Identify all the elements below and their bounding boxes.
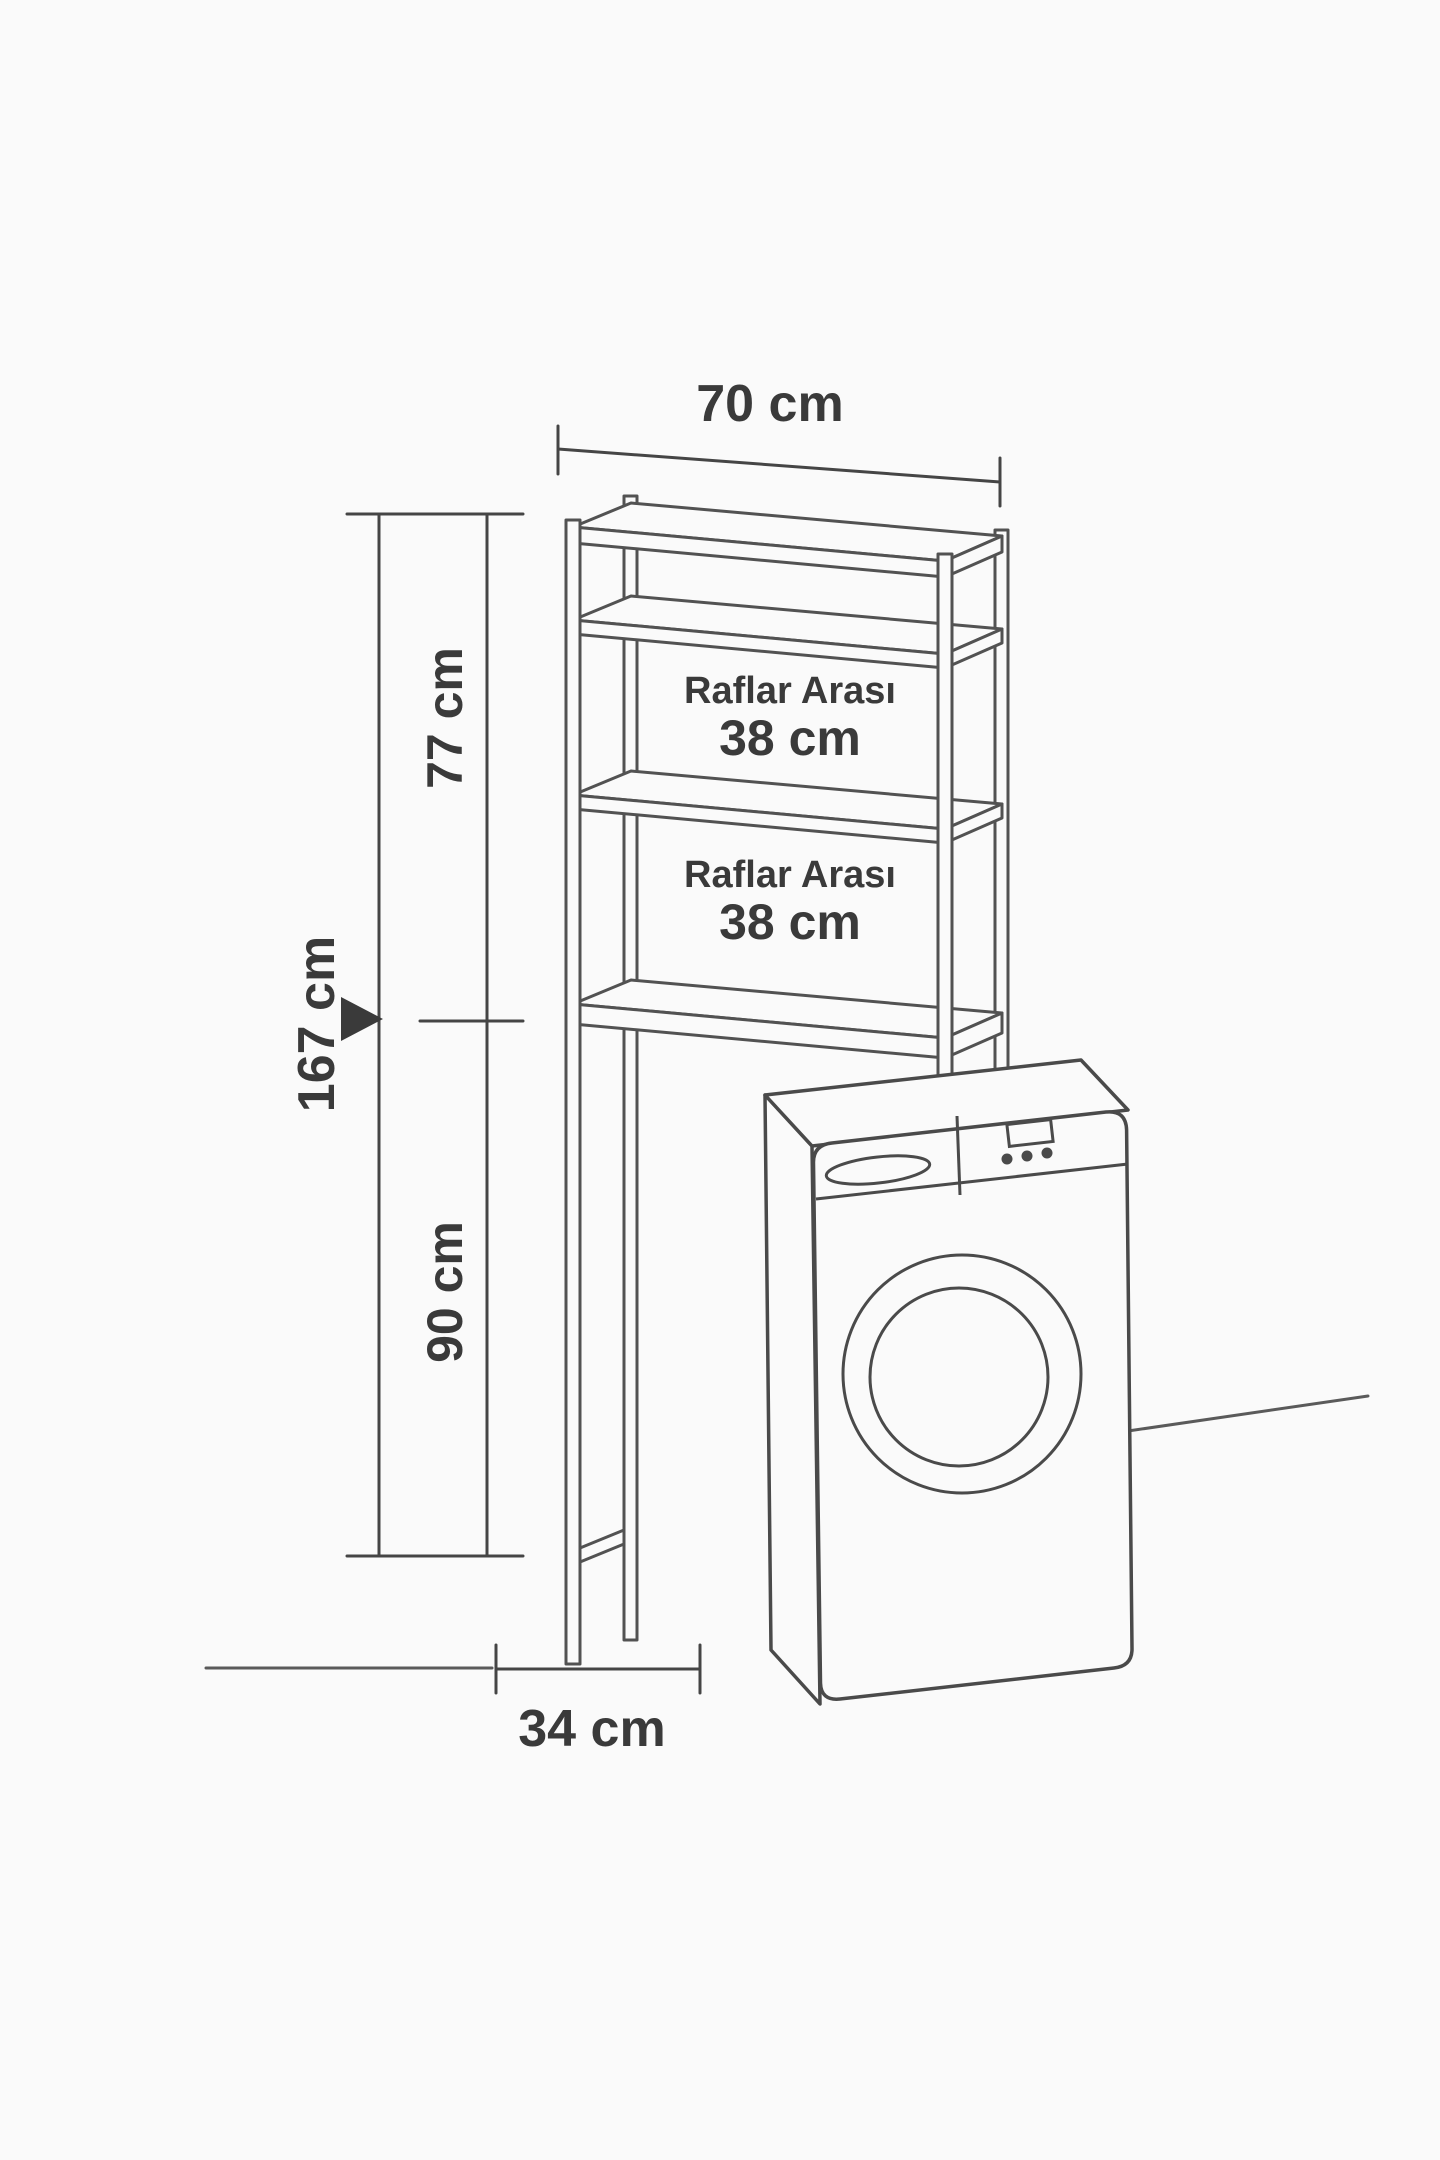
door-glass <box>868 1286 1050 1468</box>
detergent-drawer <box>824 1154 932 1186</box>
floor-lines <box>204 1394 1370 1670</box>
dim-base-depth-label: 34 cm <box>518 1700 665 1758</box>
knob-dot-2 <box>1021 1150 1033 1162</box>
floor-line-right <box>1126 1394 1370 1433</box>
shelf-gap-2: Raflar Arası 38 cm <box>684 854 896 950</box>
dim-total-height-label: 167 cm <box>288 936 346 1112</box>
shelf-gap-2-title: Raflar Arası <box>684 854 896 896</box>
rack-left-cross-rail <box>578 1528 626 1564</box>
shelf-gap-2-value: 38 cm <box>719 894 861 950</box>
machine-top <box>763 1058 1130 1148</box>
control-panel-underline <box>815 1162 1129 1201</box>
machine-left-side <box>763 1093 822 1706</box>
dim-top-line <box>556 447 1002 484</box>
shelf-gap-1-title: Raflar Arası <box>684 670 896 712</box>
shelf-gap-1-value: 38 cm <box>719 710 861 766</box>
display-screen <box>1005 1117 1055 1149</box>
rack-back-left-post <box>622 494 639 1642</box>
dim-upper-height-label: 77 cm <box>417 647 473 789</box>
machine-front <box>811 1110 1134 1701</box>
knob-dot-1 <box>1001 1153 1013 1165</box>
dim-left-heights: 77 cm 167 cm 90 cm <box>288 512 525 1558</box>
shelf-gap-1: Raflar Arası 38 cm <box>684 670 896 766</box>
dim-top-width: 70 cm <box>556 375 1002 508</box>
dim-top-width-label: 70 cm <box>696 375 843 433</box>
knob-dot-3 <box>1041 1147 1053 1159</box>
dimension-annotations: 70 cm 77 cm 167 cm 90 cm 34 cm Raflar Ar… <box>288 375 1002 1758</box>
rack-front-left-post <box>564 518 582 1666</box>
dim-arrow-triangle <box>341 997 383 1041</box>
washing-machine <box>763 1058 1134 1706</box>
dim-base-depth: 34 cm <box>494 1643 702 1758</box>
door-outer-ring <box>841 1253 1083 1495</box>
rack-front-right-post <box>936 552 954 1082</box>
control-panel-divider <box>955 1115 962 1196</box>
dim-lower-height-label: 90 cm <box>417 1221 473 1363</box>
